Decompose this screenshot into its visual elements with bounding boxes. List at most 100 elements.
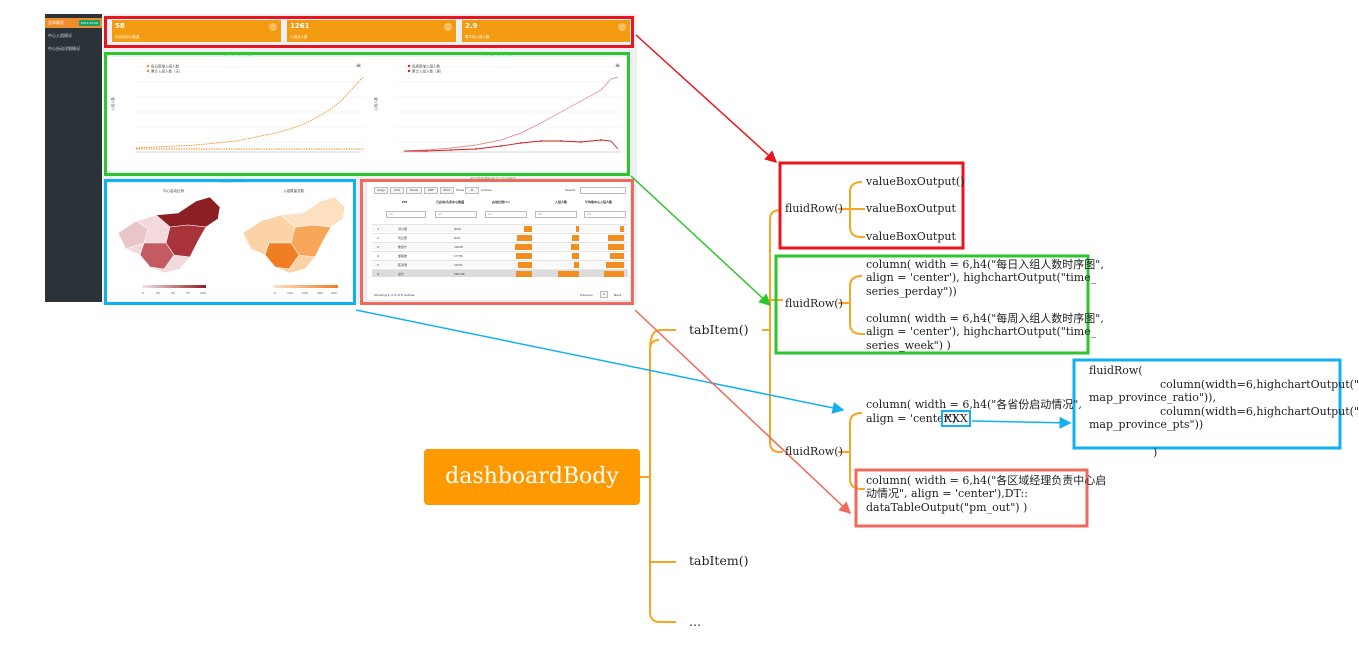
column-perday-line2: align = 'center'), highchartOutput("time…: [866, 271, 1097, 284]
fluidrow-node: fluidRow(): [785, 297, 843, 310]
cumulative-weekly-line: [403, 76, 619, 152]
column-header[interactable]: 入组人数: [555, 200, 568, 204]
date-badge: 2023-02-06: [78, 20, 100, 26]
print-button[interactable]: Print: [440, 187, 454, 194]
mini-sidebar: 总体概况 2023-02-06 中心入组情况 中心启动详细情况: [45, 14, 102, 302]
table-row[interactable]: 3 黎运宁 18/28: [372, 242, 628, 250]
value-box-number: 2.9: [465, 22, 478, 30]
sidebar-item-label: 中心入组情况: [48, 33, 72, 38]
next-button[interactable]: Next: [614, 293, 621, 297]
column-filter[interactable]: All: [485, 211, 527, 218]
value-box-subtitle: 入组总人数: [290, 35, 308, 39]
scale-tick: 100: [287, 291, 293, 295]
sidebar-item-enrollment[interactable]: 中心入组情况: [45, 31, 102, 41]
value-box-number: 58: [115, 22, 125, 30]
inner-fluidrow-line3: map_province_ratio")),: [1089, 391, 1216, 404]
chart-ylabel-perday: 入组人数: [110, 97, 115, 111]
table-row-total[interactable]: 6 总计 58/146: [372, 269, 628, 277]
scale-tick: 200: [302, 291, 308, 295]
tabitem-node: tabItem(): [689, 322, 749, 337]
arrow-blue-to-column: [355, 309, 845, 414]
arrow-red: [635, 34, 778, 164]
mini-line-charts: 每日新增入组人数 累计入组人数（天） 每周新增入组人数 累计入组人数（周） 入组…: [106, 57, 626, 171]
weekly-markers: [425, 139, 602, 152]
scale-tick: 25: [156, 291, 160, 295]
valueboxoutput-node: valueBoxOutput: [866, 230, 956, 243]
table-row[interactable]: 2 何立康 8/21: [372, 233, 628, 241]
value-box-subtitle: 周平均入组人数: [465, 35, 490, 39]
copy-button[interactable]: Copy: [374, 187, 388, 194]
highlight-province-maps: [104, 179, 356, 305]
legend-week-2: 累计入组人数（周）: [412, 69, 444, 74]
highlight-value-boxes: [104, 16, 634, 48]
chart-menu-icons: ≡ ≡: [356, 62, 620, 69]
dashboardbody-node: dashboardBody: [424, 449, 640, 505]
chart-legends: 每日新增入组人数 累计入组人数（天） 每周新增入组人数 累计入组人数（周）: [146, 64, 444, 74]
column-filter[interactable]: All: [584, 211, 626, 218]
inner-fluidrow-line4: column(width=6,highchartOutput(": [1160, 405, 1359, 418]
column-header[interactable]: 已启动/负责中心数量: [436, 200, 465, 204]
weekly-new-line: [404, 139, 619, 152]
table-row[interactable]: 5 陈清瑞 10/31: [372, 260, 628, 268]
column-filter[interactable]: All: [535, 211, 577, 218]
inner-fluidrow-line2: column(width=6,highchartOutput(": [1160, 378, 1359, 391]
table-info: Showing 1 to 6 of 6 entries: [374, 293, 415, 297]
map-ratio-shape: [117, 196, 221, 274]
column-header[interactable]: 启动比例(%): [492, 200, 510, 204]
csv-button[interactable]: CSV: [390, 187, 404, 194]
page-button[interactable]: 1: [600, 291, 608, 298]
column-week-line1: column( width = 6,h4("每周入组人数时序图",: [866, 312, 1104, 325]
arrow-blue-to-fluidrow: [971, 416, 1072, 429]
map-legend-ratio: [142, 285, 206, 288]
sidebar-item-overview[interactable]: 总体概况 2023-02-06: [45, 18, 102, 28]
code-box-value-boxes: [778, 161, 965, 250]
column-header[interactable]: 平均每中心入组人数: [585, 200, 613, 204]
valueboxoutput-node: valueBoxOutput: [866, 202, 956, 215]
code-box-time-series: [774, 254, 1090, 355]
arrow-green: [630, 175, 772, 307]
search-input[interactable]: [580, 187, 626, 194]
value-box-centers: 58 已启动中心数量: [112, 20, 281, 42]
column-header[interactable]: PM: [402, 200, 408, 204]
mini-data-table: [366, 181, 631, 301]
ellipsis-node: ...: [689, 614, 701, 629]
map-legend-pts: [274, 285, 338, 288]
chart-gridlines: [134, 66, 621, 143]
scale-tick: 50: [171, 291, 175, 295]
column-filter[interactable]: All: [435, 211, 477, 218]
xxx-placeholder: XXX: [941, 410, 971, 427]
hamburger-icon: ≡: [615, 62, 620, 69]
column-week-line3: series_week") ): [866, 339, 951, 352]
column-province-line1: column( width = 6,h4("各省份启动情况",: [866, 398, 1082, 411]
value-box-enrolled: 1261 入组总人数: [287, 20, 456, 42]
column-pm-line3: dataTableOutput("pm_out") ): [866, 501, 1028, 514]
scale-tick: 300: [317, 291, 323, 295]
column-province-line2: align = 'center'): [866, 412, 957, 425]
highlight-pm-table: [360, 179, 634, 305]
inner-fluidrow-line1: fluidRow(: [1089, 364, 1143, 377]
table-row[interactable]: 1 冯小丽 8/20: [372, 224, 628, 232]
closing-paren: ): [1153, 446, 1158, 459]
page-length-select[interactable]: 8: [465, 187, 479, 194]
scale-tick: 100: [200, 291, 206, 295]
user-icon: [618, 23, 626, 31]
scale-tick: 0: [274, 291, 276, 295]
arrow-salmon: [634, 309, 852, 515]
column-pm-line2: 动情况", align = 'center'),DT::: [866, 487, 1028, 500]
sidebar-item-center-details[interactable]: 中心启动详细情况: [45, 44, 102, 54]
valueboxoutput-node: valueBoxOutput(): [866, 175, 965, 188]
legend-perday-1: 每日新增入组人数: [151, 64, 179, 69]
column-filter[interactable]: All: [386, 211, 426, 218]
legend-perday-2: 累计入组人数（天）: [151, 69, 183, 74]
excel-button[interactable]: Excel: [406, 187, 422, 194]
tree-lines: [640, 181, 865, 623]
previous-button[interactable]: Previous: [580, 293, 593, 297]
user-icon: [444, 23, 452, 31]
table-row[interactable]: 4 邹丽波 17/35: [372, 251, 628, 259]
map-title-ratio: 中心启动比例: [163, 188, 184, 193]
code-box-inner-fluidrow: [1072, 358, 1342, 450]
scale-tick: 400: [331, 291, 337, 295]
fluidrow-node: fluidRow(): [785, 202, 843, 215]
cumulative-daily-line: [135, 76, 365, 149]
pdf-button[interactable]: PDF: [424, 187, 438, 194]
